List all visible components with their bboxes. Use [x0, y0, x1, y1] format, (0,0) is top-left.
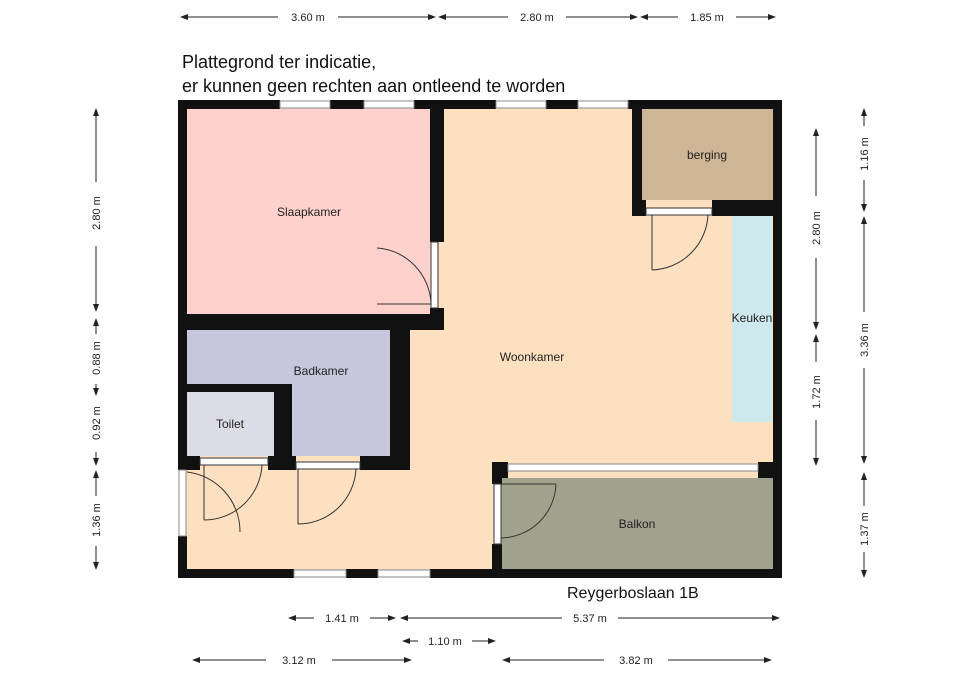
interior-walls: [178, 108, 782, 574]
plan-title-line1: Plattegrond ter indicatie,: [182, 52, 377, 72]
address-label: Reygerboslaan 1B: [567, 585, 699, 602]
dim-top-1: 3.60 m: [291, 12, 325, 24]
dim-bottom-5: 3.82 m: [619, 655, 653, 667]
dim-bottom-4: 3.12 m: [282, 655, 316, 667]
dim-left-4: 1.36 m: [91, 503, 103, 537]
dim-left-3: 0.92 m: [91, 406, 103, 440]
dim-top-3: 1.85 m: [690, 12, 724, 24]
room-label-keuken: Keuken: [732, 311, 773, 325]
dim-right-outer-3: 1.37 m: [859, 512, 871, 546]
dim-bottom-1: 1.41 m: [325, 613, 359, 625]
room-label-badkamer: Badkamer: [294, 364, 349, 378]
windows: [178, 100, 759, 578]
room-label-balkon: Balkon: [619, 517, 656, 531]
dim-right-outer-2: 3.36 m: [859, 323, 871, 357]
room-fill-keuken: [732, 216, 772, 422]
outer-walls: [178, 100, 782, 578]
dim-right-outer-1: 1.16 m: [859, 137, 871, 171]
doors: [186, 207, 713, 545]
room-label-berging: berging: [687, 148, 727, 162]
room-label-toilet: Toilet: [216, 417, 245, 431]
dim-right-inner-1: 2.80 m: [811, 211, 823, 245]
dim-top-2: 2.80 m: [520, 12, 554, 24]
dim-bottom-3: 1.10 m: [428, 636, 462, 648]
room-fill-slaapkamer: [186, 108, 430, 314]
room-fill-toilet: [186, 392, 274, 456]
dim-left-1: 2.80 m: [91, 196, 103, 230]
dim-right-inner-2: 1.72 m: [811, 375, 823, 409]
room-label-slaapkamer: Slaapkamer: [277, 205, 341, 219]
dim-bottom-2: 5.37 m: [573, 613, 607, 625]
room-fill-berging: [640, 108, 774, 200]
dim-left-2: 0.88 m: [91, 341, 103, 375]
dimension-lines-bottom: [192, 615, 780, 663]
room-label-woonkamer: Woonkamer: [500, 350, 564, 364]
room-fill-balkon: [500, 478, 774, 570]
plan-title-line2: er kunnen geen rechten aan ontleend te w…: [182, 76, 566, 96]
plan-title: Plattegrond ter indicatie, er kunnen gee…: [182, 50, 565, 98]
